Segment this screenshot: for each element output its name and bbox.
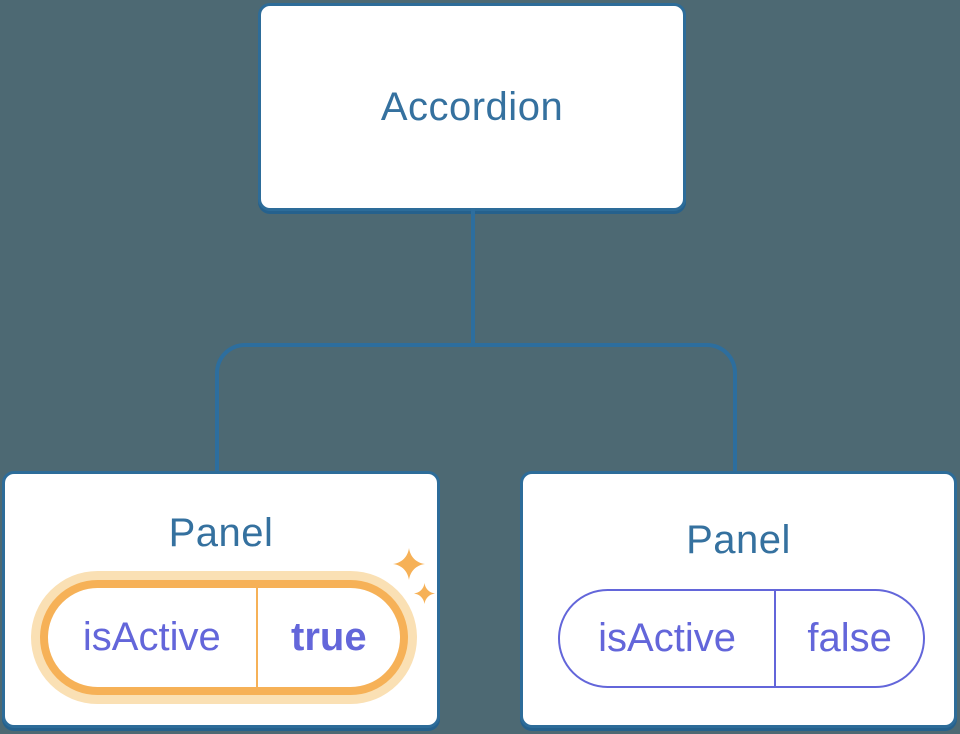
tree-connector-stem	[471, 209, 475, 347]
panel-node-inactive: Panel isActive false	[520, 471, 957, 728]
panel-node-label: Panel	[686, 518, 791, 562]
state-name: isActive	[48, 588, 258, 687]
state-value: true	[291, 615, 367, 659]
tree-connector-branches	[215, 343, 737, 471]
accordion-node: Accordion	[258, 3, 686, 211]
panel-node-label: Panel	[168, 511, 274, 555]
state-pill-active: isActive true	[40, 580, 408, 695]
state-value: false	[807, 616, 892, 660]
accordion-node-label: Accordion	[380, 84, 564, 129]
state-pill-inactive: isActive false	[558, 589, 925, 688]
state-name: isActive	[560, 591, 777, 686]
sparkle-small-icon	[414, 583, 435, 604]
panel-node-active: Panel isActive true	[2, 471, 440, 728]
